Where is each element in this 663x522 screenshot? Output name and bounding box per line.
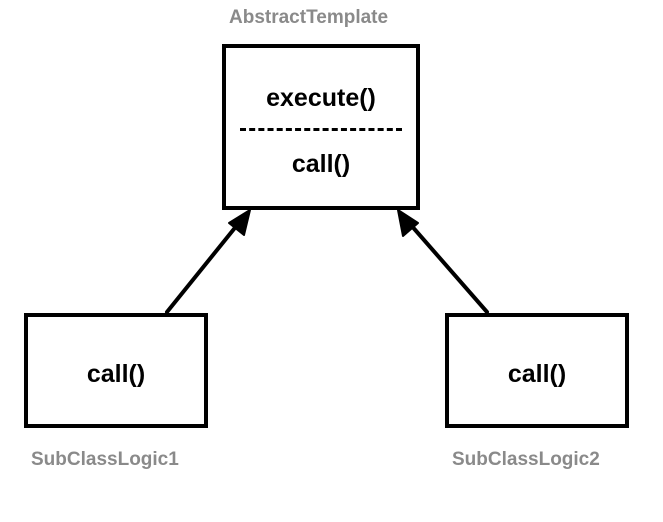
arrow-sub2-to-abstract	[397, 209, 489, 314]
subclass2-box: call()	[445, 313, 629, 428]
subclass2-call-method: call()	[507, 360, 567, 388]
subclass1-name: SubClassLogic1	[31, 449, 179, 470]
execute-method: execute()	[266, 84, 376, 112]
arrow-sub1-head	[228, 209, 251, 236]
abstract-call-method: call()	[291, 150, 351, 178]
arrow-sub2-shaft	[408, 222, 489, 314]
abstract-class-name: AbstractTemplate	[229, 7, 389, 28]
abstract-class-box: execute() call()	[222, 44, 420, 210]
arrow-sub1-to-abstract	[165, 209, 251, 314]
arrow-sub2-head	[397, 209, 419, 237]
arrow-sub1-shaft	[165, 222, 240, 314]
subclass2-name: SubClassLogic2	[452, 449, 600, 470]
subclass1-box: call()	[24, 313, 208, 428]
subclass1-call-method: call()	[86, 360, 146, 388]
method-divider	[240, 128, 402, 131]
